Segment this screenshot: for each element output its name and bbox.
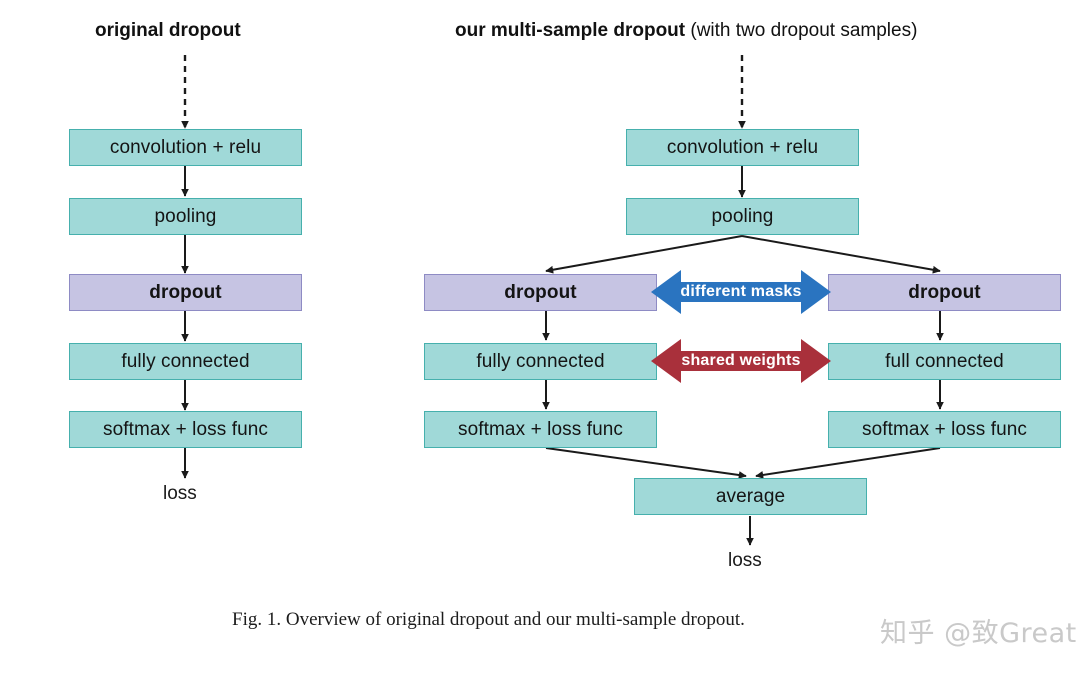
arrow-merge-right [755, 447, 941, 479]
arrow-split-right [741, 235, 941, 274]
left-panel-heading: original dropout [95, 20, 241, 42]
right-panel-heading-rest: (with two dropout samples) [685, 20, 918, 41]
arrow-split-left [545, 235, 743, 274]
node-branchright-dropout: dropout [828, 274, 1061, 311]
node-right-pooling: pooling [626, 198, 859, 235]
relation-different-masks-label: different masks [680, 283, 802, 300]
node-average: average [634, 478, 867, 515]
node-left-dropout: dropout [69, 274, 302, 311]
node-branchleft-fully-connected: fully connected [424, 343, 657, 380]
label-left-loss: loss [163, 483, 197, 504]
left-panel-heading-bold: original dropout [95, 20, 241, 41]
node-left-softmax-loss-func: softmax + loss func [69, 411, 302, 448]
label-right-loss: loss [728, 550, 762, 571]
node-left-pooling: pooling [69, 198, 302, 235]
node-left-convolution-relu: convolution + relu [69, 129, 302, 166]
double-arrow-blue-shape [651, 270, 831, 314]
right-panel-heading: our multi-sample dropout (with two dropo… [455, 20, 917, 42]
node-branchleft-dropout: dropout [424, 274, 657, 311]
watermark: 知乎 @致Great [880, 618, 1077, 649]
node-branchleft-softmax-loss-func: softmax + loss func [424, 411, 657, 448]
relation-shared-weights-label: shared weights [681, 352, 801, 369]
node-right-convolution-relu: convolution + relu [626, 129, 859, 166]
relation-different-masks: different masks [651, 268, 831, 316]
arrow-merge-left [545, 447, 747, 479]
relation-shared-weights: shared weights [651, 337, 831, 385]
node-left-fully-connected: fully connected [69, 343, 302, 380]
node-branchright-full-connected: full connected [828, 343, 1061, 380]
figure-caption: Fig. 1. Overview of original dropout and… [232, 609, 745, 630]
node-branchright-softmax-loss-func: softmax + loss func [828, 411, 1061, 448]
double-arrow-red-shape [651, 339, 831, 383]
right-panel-heading-bold: our multi-sample dropout [455, 20, 686, 41]
